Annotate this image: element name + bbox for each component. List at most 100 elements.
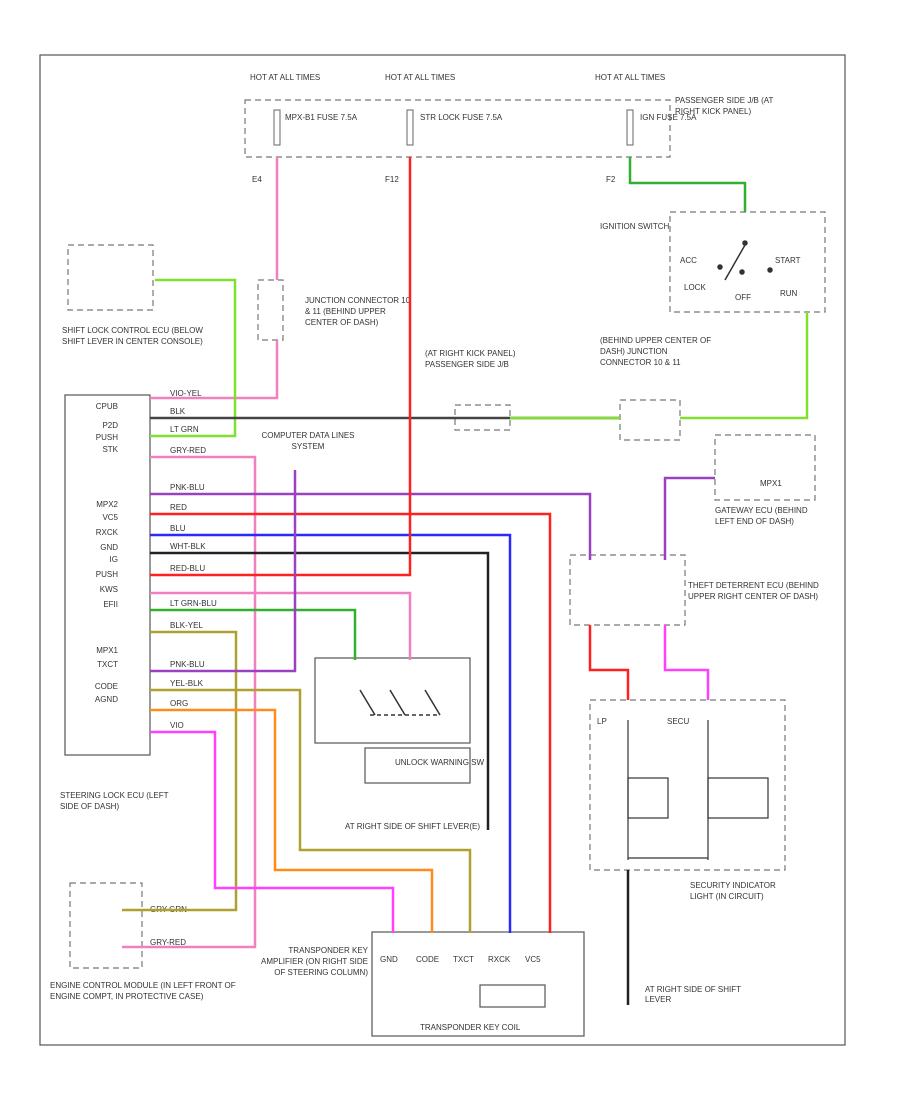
ecu-pin-label: RXCK [96, 528, 119, 537]
ignition-switch-box [669, 211, 826, 313]
ecu-pin-label: STK [102, 445, 118, 454]
wire-label: LT GRN-BLU [170, 599, 217, 608]
shift-lock-ecu-label: SHIFT LOCK CONTROL ECU (BELOW SHIFT LEVE… [62, 326, 203, 346]
ground-a-label: AT RIGHT SIDE OF SHIFT LEVER(E) [345, 822, 480, 831]
amp-pin-label: GND [380, 955, 398, 964]
wire-label: BLU [170, 524, 186, 533]
ecu-pin-label: MPX1 [96, 646, 118, 655]
amp-pin-label: CODE [416, 955, 439, 964]
ignition-label: IGNITION SWITCH [600, 222, 670, 231]
wire-label: VIO [170, 721, 184, 730]
lp-label: LP [597, 717, 607, 726]
ecu-pin-label: CPUB [96, 402, 118, 411]
wire-label: VIO-YEL [170, 389, 202, 398]
wire-org [150, 708, 434, 933]
unlock-sw-label: UNLOCK WARNING SW [395, 758, 484, 767]
wire-label: GRY-RED [170, 446, 206, 455]
transponder-amp-label: TRANSPONDER KEY AMPLIFIER (ON RIGHT SIDE… [261, 946, 368, 977]
ground-b-label: AT RIGHT SIDE OF SHIFT LEVER [645, 985, 741, 1004]
wire-lt-grn-blu [150, 608, 357, 660]
wire-red-blu [150, 157, 412, 577]
ecm-box [69, 882, 143, 969]
ecu-pin-label: MPX2 [96, 500, 118, 509]
ecu-pin-label: CODE [95, 682, 118, 691]
theft-ecu-box [569, 554, 686, 626]
transponder-coil-icon [479, 984, 546, 1008]
ign-lock: LOCK [684, 283, 706, 292]
amp-pin-label: RXCK [488, 955, 511, 964]
fuse1-hot-label: HOT AT ALL TIMES [250, 73, 320, 82]
fuse3-conn: F2 [606, 175, 616, 184]
wire-theft-red [588, 625, 630, 700]
diagram-frame [39, 54, 846, 1046]
wire-theft-vio [663, 625, 710, 700]
theft-ecu-label: THEFT DETERRENT ECU (BEHIND UPPER RIGHT … [688, 581, 819, 601]
ecu-pin-label: VC5 [102, 513, 118, 522]
junction2-box [619, 399, 681, 441]
ecu-pin-label: P2D [102, 421, 118, 430]
ecu-pin-label: PUSH [96, 433, 118, 442]
ecu-pin-label: EFII [103, 600, 118, 609]
ecu-pin-label: KWS [100, 585, 118, 594]
wire-pnk-blu [150, 492, 592, 560]
wire-blk-yel [122, 630, 238, 912]
amp-pin-label: VC5 [525, 955, 541, 964]
unlock-warning-sw-box [314, 657, 471, 744]
wire-red-blu-sw [150, 591, 412, 660]
junction1-label: JUNCTION CONNECTOR 10 & 11 (BEHIND UPPER… [305, 296, 411, 327]
wire-wht-blk [150, 551, 490, 830]
wire-ign-grn [510, 312, 809, 420]
shift-lock-ecu-box [67, 244, 154, 311]
ecu-pin-label: AGND [95, 695, 118, 704]
fuse2-hot-label: HOT AT ALL TIMES [385, 73, 455, 82]
wire-label: WHT-BLK [170, 542, 206, 551]
wire-label: RED [170, 503, 187, 512]
wire-label: BLK [170, 407, 186, 416]
ign-off: OFF [735, 293, 751, 302]
fuse1-conn: E4 [252, 175, 262, 184]
wire-mpx-b1 [150, 157, 279, 400]
unlock-switch-icon [359, 689, 441, 716]
transponder-coil-label: TRANSPONDER KEY COIL [420, 1023, 521, 1032]
passenger-jb-label: (AT RIGHT KICK PANEL) PASSENGER SIDE J/B [425, 349, 516, 369]
security-light-label: SECURITY INDICATOR LIGHT (IN CIRCUIT) [690, 881, 776, 901]
ecu-pin-label: GND [100, 543, 118, 552]
gateway-label: GATEWAY ECU (BEHIND LEFT END OF DASH) [715, 506, 808, 526]
ecu-pin-label: IG [110, 555, 118, 564]
wire-red-vc5 [150, 512, 552, 933]
wire-blu-rxck [150, 533, 512, 933]
wire-label: PNK-BLU [170, 483, 205, 492]
transponder-amp-box [371, 931, 585, 1037]
wire-label: ORG [170, 699, 188, 708]
jb-label: PASSENGER SIDE J/B (AT RIGHT KICK PANEL) [675, 96, 774, 116]
fuse3-label: IGN FUSE 7.5A [640, 113, 697, 122]
ign-acc: ACC [680, 256, 697, 265]
wire-label: PNK-BLU [170, 660, 205, 669]
fuse2-label: STR LOCK FUSE 7.5A [420, 113, 503, 122]
ecu-pin-label: PUSH [96, 570, 118, 579]
wire-label-group: VIO-YEL BLK LT GRN GRY-RED PNK-BLU RED BLU WHT-… [170, 389, 217, 730]
junction2-label: (BEHIND UPPER CENTER OF DASH) JUNCTION C… [600, 336, 712, 367]
wire-group [122, 157, 809, 1005]
security-light-circuit [627, 720, 769, 860]
ignition-switch-icon [717, 240, 773, 281]
wire-yel-blk [150, 688, 472, 933]
wire-label: YEL-BLK [170, 679, 204, 688]
wire-label: LT GRN [170, 425, 199, 434]
ecm-label: ENGINE CONTROL MODULE (IN LEFT FRONT OF … [50, 981, 236, 1001]
ign-start: START [775, 256, 801, 265]
fuse-icons [273, 109, 634, 146]
unlock-warning-sw-body [364, 747, 471, 784]
steering-ecu-label: STEERING LOCK ECU (LEFT SIDE OF DASH) [60, 791, 169, 811]
fuse2-conn: F12 [385, 175, 399, 184]
wire-lt-grn [150, 278, 237, 438]
wire-pnk-blu-mpx1 [150, 470, 297, 673]
fuse3-hot-label: HOT AT ALL TIMES [595, 73, 665, 82]
data-lines-label: COMPUTER DATA LINES SYSTEM [261, 431, 355, 451]
wire-ign-fuse [628, 157, 747, 212]
gateway-ecu-box [714, 434, 816, 501]
wire-label: BLK-YEL [170, 621, 203, 630]
wire-gry-red [122, 455, 257, 949]
